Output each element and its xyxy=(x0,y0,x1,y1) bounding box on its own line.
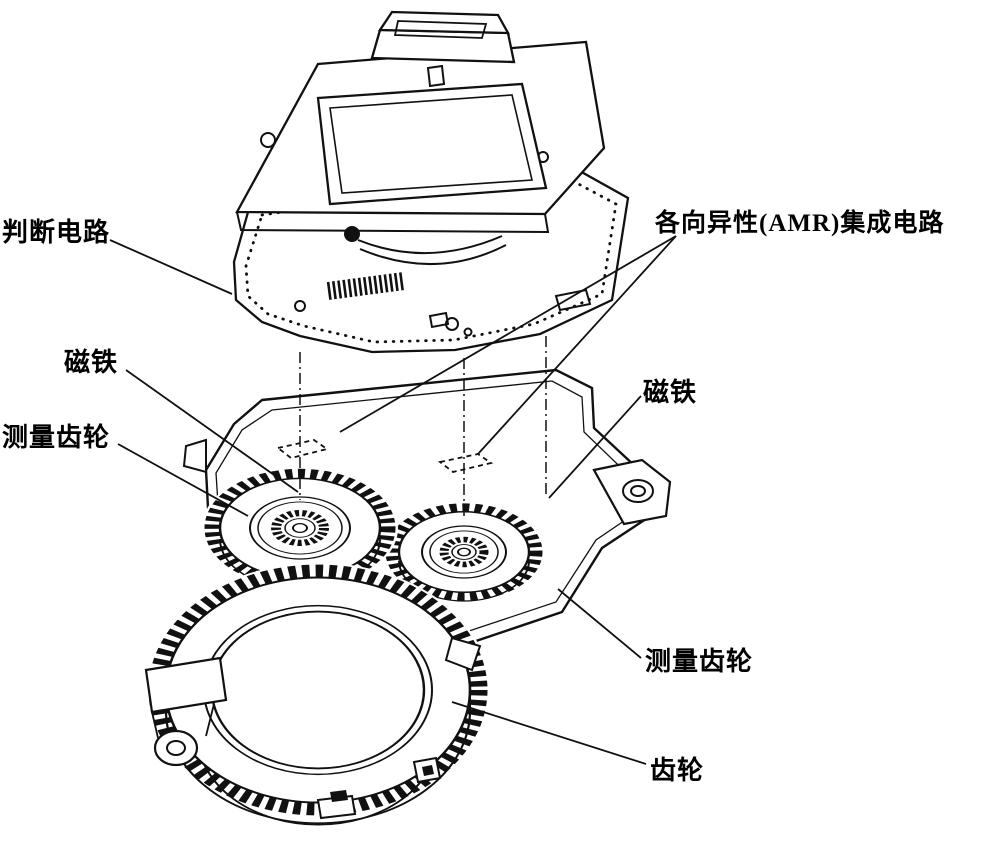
screw-dot xyxy=(344,226,360,242)
leader-gear xyxy=(451,701,647,765)
measuring-gear-right xyxy=(382,501,546,603)
label-magnet-left: 磁铁 xyxy=(64,348,119,377)
leader-magnet-right xyxy=(548,395,642,499)
wire xyxy=(359,244,507,266)
label-amr-ic: 各向异性(AMR)集成电路 xyxy=(655,210,945,237)
label-magnet-right: 磁铁 xyxy=(643,378,698,407)
pcb-connector-strip xyxy=(326,272,406,300)
wire xyxy=(357,235,503,255)
ring-gear xyxy=(146,562,490,826)
ring-gear-small-tabs xyxy=(316,636,482,820)
pcb-cover-plate xyxy=(235,40,606,234)
leader-measuring-gear-left xyxy=(117,443,249,517)
leader-amr-right xyxy=(477,235,677,455)
top-connector xyxy=(370,10,516,64)
leader-measuring-gear-right xyxy=(557,588,642,659)
leader-amr-left xyxy=(339,235,677,433)
label-gear: 齿轮 xyxy=(650,756,705,785)
label-measuring-gear-right: 测量齿轮 xyxy=(645,647,754,676)
axis-lines xyxy=(299,336,547,518)
spline-hub xyxy=(439,536,489,568)
mounting-ear-right xyxy=(592,458,672,526)
ring-gear-mount-tab xyxy=(144,656,228,767)
measuring-gear-left xyxy=(202,467,398,590)
chip xyxy=(316,82,548,206)
leader-magnet-left xyxy=(125,369,299,493)
magnet-outline-right xyxy=(437,453,494,473)
label-judgment-circuit: 判断电路 xyxy=(2,218,111,247)
leader-judgment-circuit xyxy=(109,239,233,295)
mounting-tab-left xyxy=(182,438,207,474)
leader-lines xyxy=(109,235,677,765)
label-measuring-gear-left: 测量齿轮 xyxy=(2,423,111,452)
